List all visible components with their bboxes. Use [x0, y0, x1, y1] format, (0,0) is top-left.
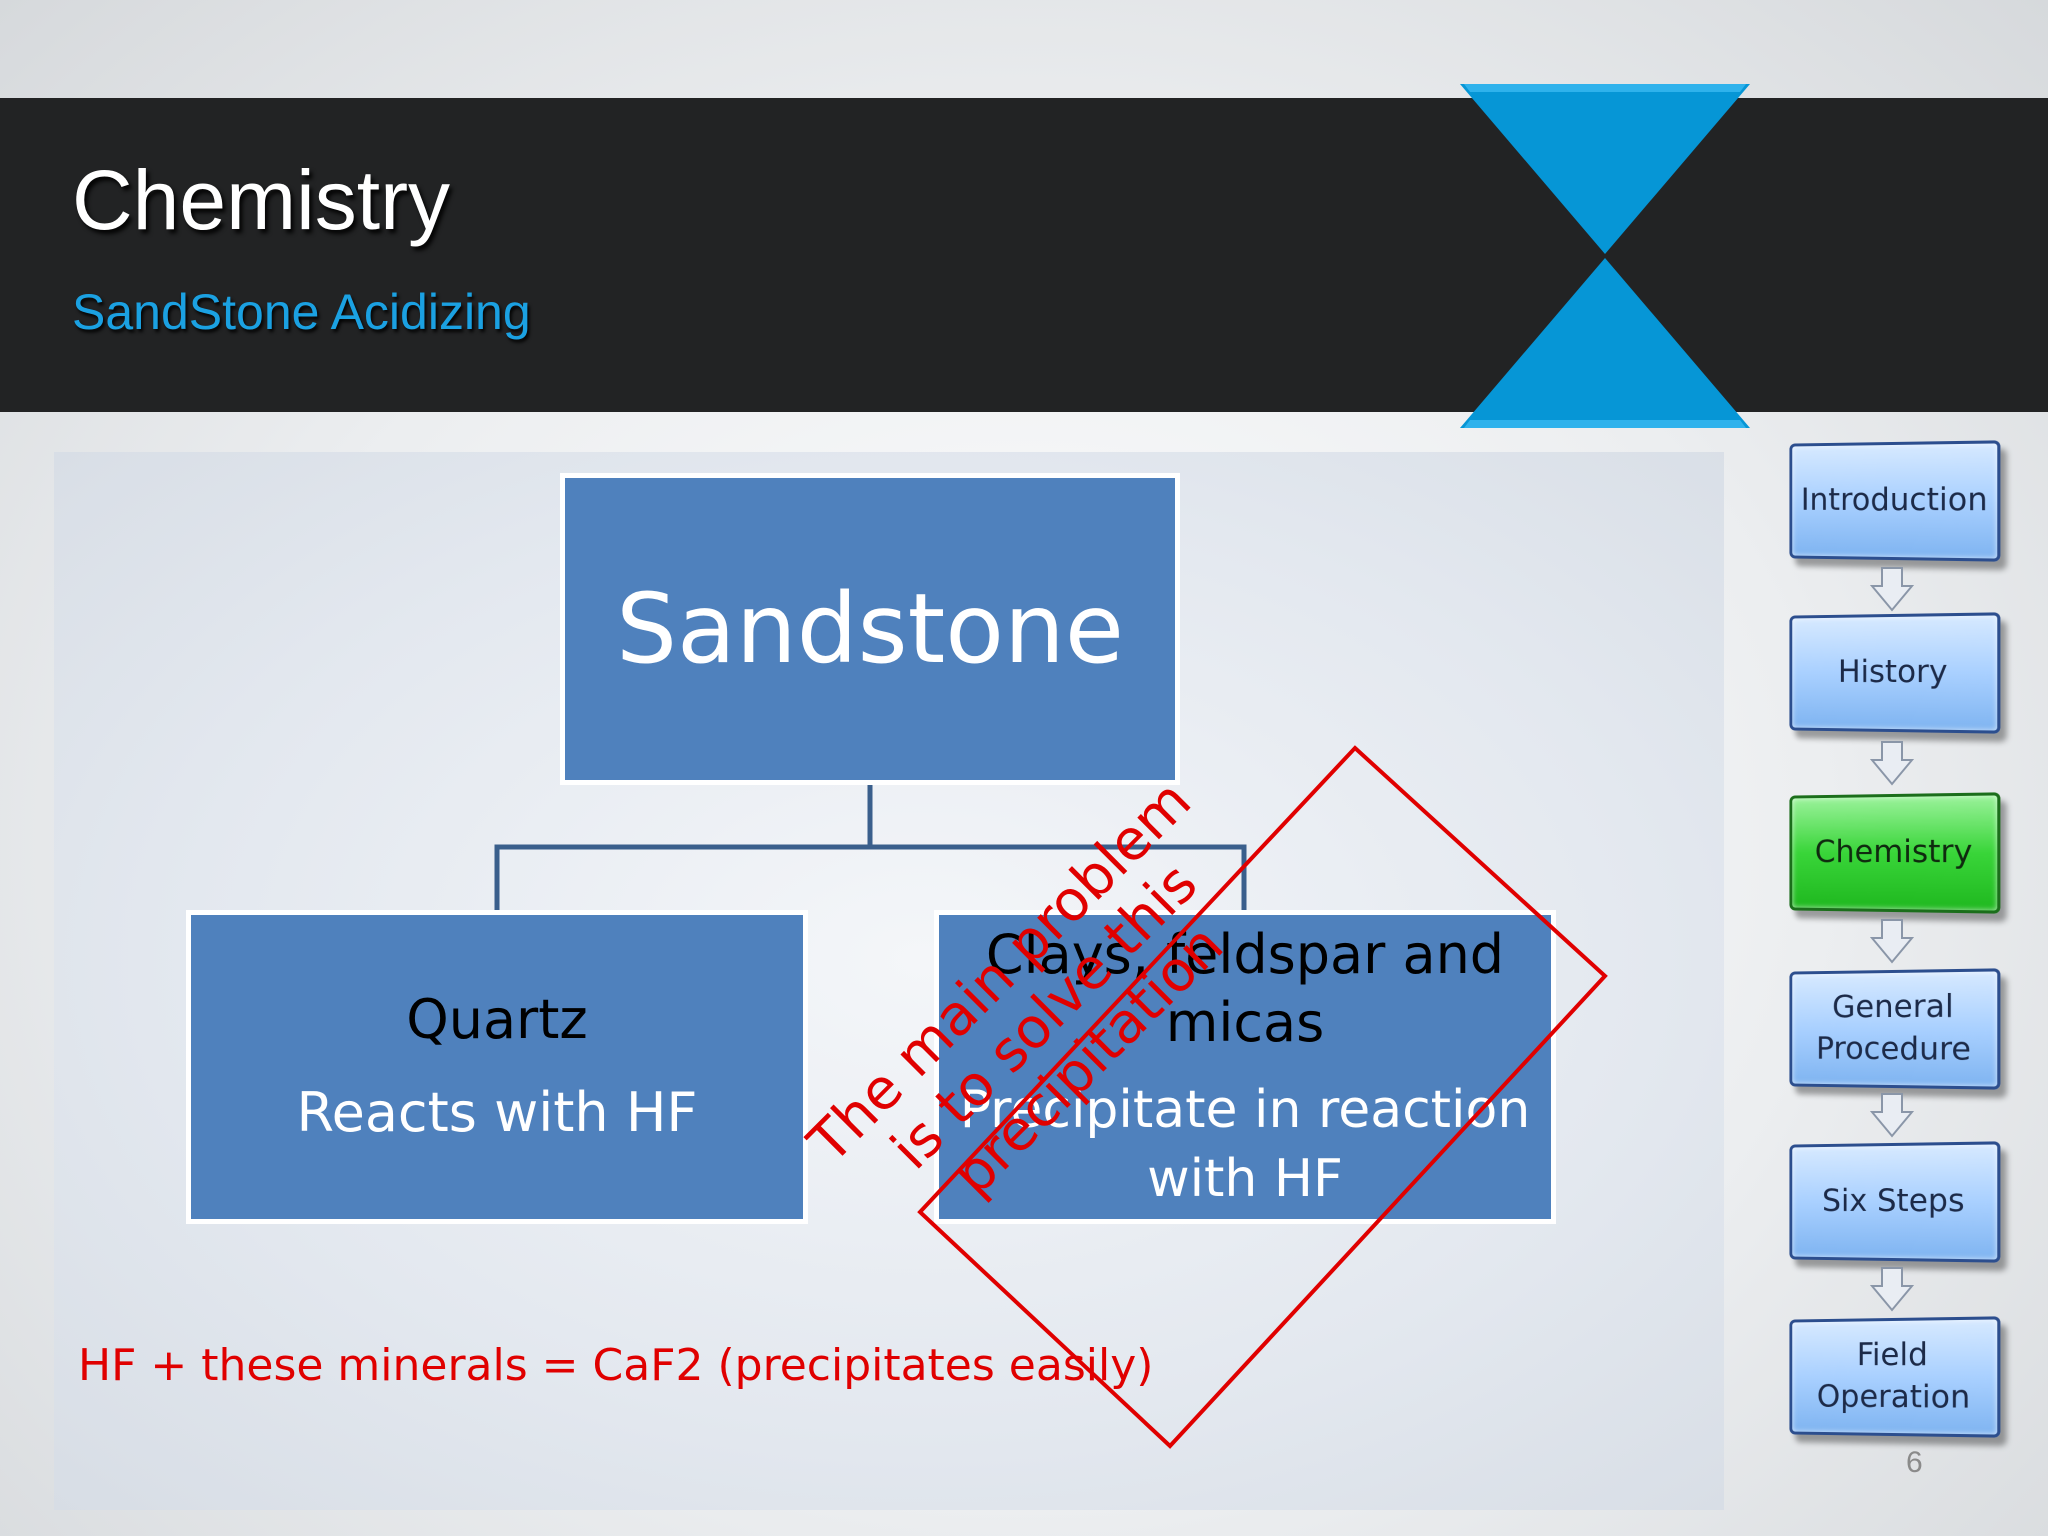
- arrow-down-icon: [1870, 741, 1914, 786]
- nav-six-steps[interactable]: Six Steps: [1789, 1141, 2001, 1263]
- clays-node: Clays, feldspar and micas Precipitate in…: [934, 910, 1556, 1224]
- page-number: 6: [1906, 1446, 1923, 1479]
- hourglass-logo-icon: [1460, 84, 1750, 428]
- quartz-node: Quartz Reacts with HF: [186, 910, 808, 1224]
- arrow-down-icon: [1870, 1093, 1914, 1138]
- nav-introduction[interactable]: Introduction: [1789, 440, 2001, 562]
- arrow-down-icon: [1870, 567, 1914, 612]
- slide-title: Chemistry: [72, 153, 451, 247]
- nav-general-procedure[interactable]: General Procedure: [1789, 968, 2001, 1090]
- sandstone-node: Sandstone: [560, 473, 1180, 785]
- arrow-down-icon: [1870, 1267, 1914, 1312]
- sandstone-label: Sandstone: [616, 573, 1124, 685]
- arrow-down-icon: [1870, 919, 1914, 964]
- clays-title: Clays, feldspar and micas: [985, 923, 1505, 1054]
- nav-history[interactable]: History: [1789, 612, 2001, 734]
- nav-field-operation[interactable]: Field Operation: [1789, 1316, 2001, 1438]
- quartz-description: Reacts with HF: [296, 1081, 698, 1144]
- equation-note: HF + these minerals = CaF2 (precipitates…: [78, 1340, 1154, 1391]
- nav-chemistry[interactable]: Chemistry: [1789, 792, 2001, 914]
- clays-description: Precipitate in reaction with HF: [959, 1080, 1531, 1209]
- header-bar: [0, 98, 2048, 412]
- slide-subtitle: SandStone Acidizing: [72, 284, 531, 340]
- quartz-title: Quartz: [406, 988, 588, 1052]
